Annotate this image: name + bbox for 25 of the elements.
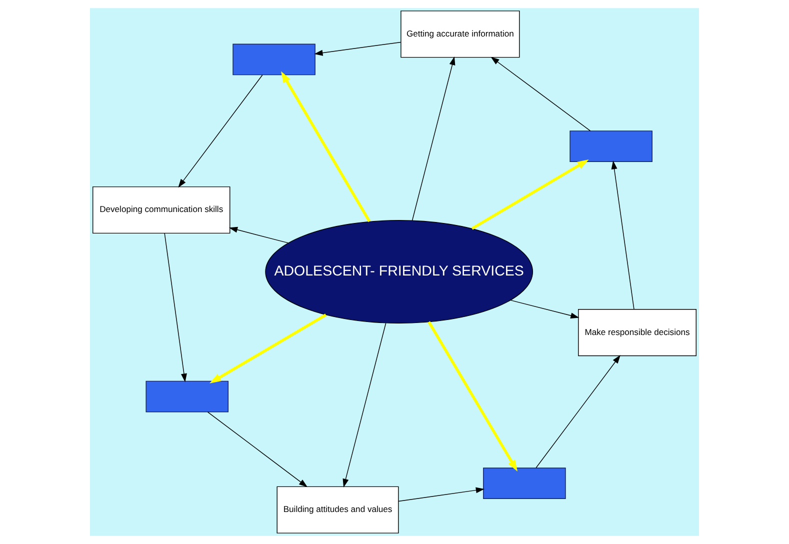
arrow (398, 487, 484, 502)
arrow (164, 232, 187, 382)
node-ellipse: ADOLESCENT- FRIENDLY SERVICES (265, 220, 534, 324)
node-band (483, 468, 566, 499)
arrow (207, 412, 308, 488)
arrow (510, 300, 580, 319)
arrow (228, 226, 289, 244)
node-box: Make responsible decisions (578, 309, 696, 356)
node-box: Developing communication skills (92, 186, 230, 234)
node-box: Building attitudes and values (276, 486, 399, 534)
arrow (428, 321, 518, 472)
arrow (490, 56, 591, 132)
arrow (611, 160, 634, 310)
arrow (471, 159, 589, 230)
arrow (281, 71, 371, 222)
node-box: Getting accurate information (400, 10, 520, 58)
arrow (210, 314, 327, 384)
arrow (412, 56, 456, 221)
arrow (536, 355, 620, 468)
node-band (570, 130, 652, 162)
arrow (314, 42, 402, 56)
arrow (342, 322, 386, 488)
node-band (146, 380, 229, 412)
node-band (232, 44, 316, 76)
arrow (178, 74, 263, 188)
